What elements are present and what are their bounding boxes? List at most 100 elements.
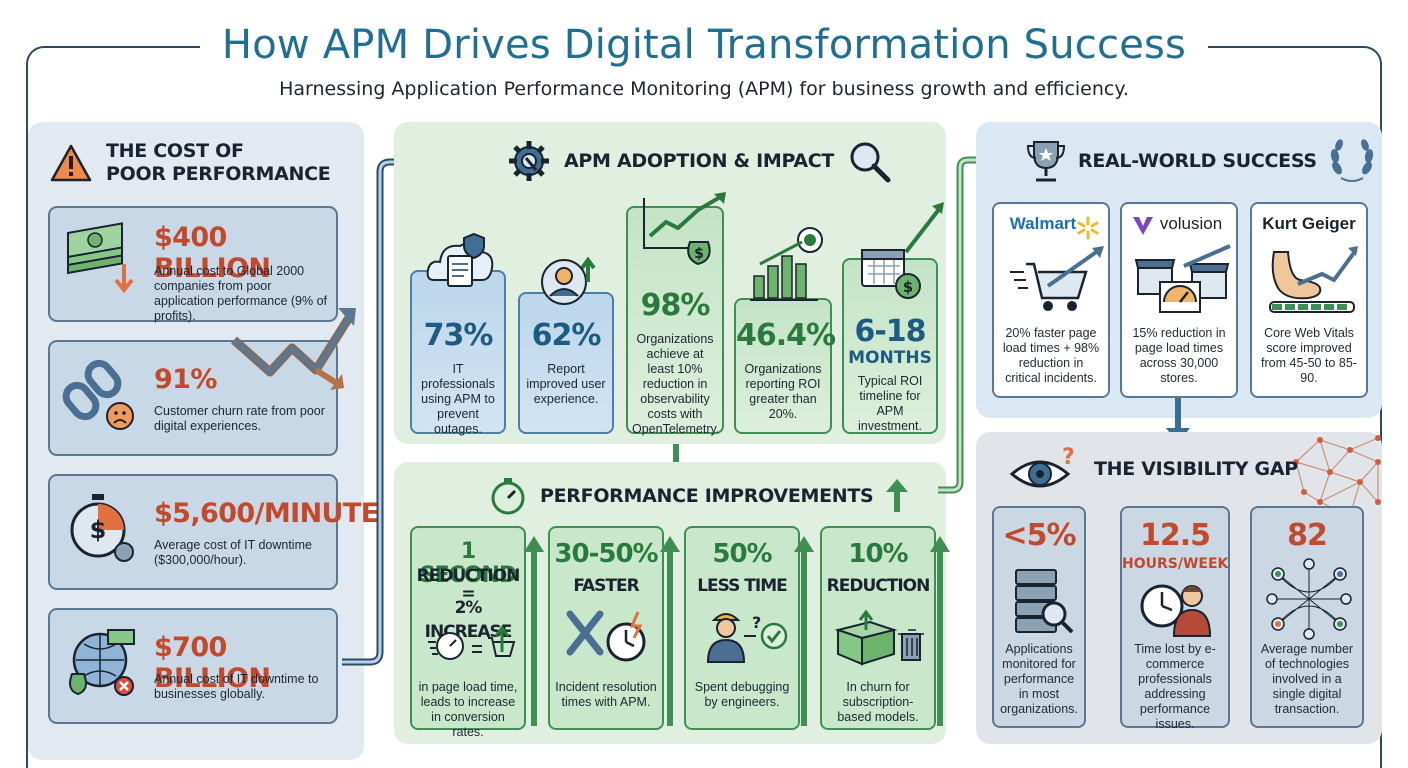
adoption-desc-3: Organizations achieve at least 10% reduc…	[632, 332, 720, 436]
adoption-value-4: 46.4%	[736, 318, 836, 353]
eye-question-icon: ?	[1009, 445, 1075, 488]
case-brand-1: Walmart	[1009, 214, 1077, 233]
adoption-value-1: 73%	[423, 318, 494, 353]
bar-chart-target-icon	[750, 227, 823, 301]
performance-2-desc: Incident resolution times with APM.	[555, 680, 657, 709]
visibility-desc-3: Average number of technologies involved …	[1260, 642, 1354, 716]
gear-search-icon	[509, 141, 549, 181]
cost-desc-2: Customer churn rate from poor digital ex…	[154, 404, 325, 433]
visibility-card-2: 12.5 HOURS/WEEK Time lost by e-commerce …	[1120, 506, 1230, 731]
adoption-stat-5: $ 6-18 MONTHS Typical ROI timeline for A…	[842, 202, 944, 434]
case-brand-2: volusion	[1159, 214, 1223, 233]
clock-stressed-person-icon	[1140, 584, 1212, 637]
adoption-stat-4: 46.4% Organizations reporting ROI greate…	[734, 227, 836, 434]
cost-value-3: $5,600/MINUTE	[154, 498, 379, 529]
performance-1-desc: in page load time, leads to increase in …	[418, 680, 518, 739]
performance-3-line1: 50%	[712, 539, 772, 569]
cost-value-4: $700 BILLION	[154, 632, 271, 694]
network-icon	[1293, 435, 1381, 519]
cost-card-1: $400 BILLION Annual cost to Global 2000 …	[48, 206, 338, 323]
cost-card-4: $700 BILLION Annual cost of IT downtime …	[48, 608, 338, 724]
page-title: How APM Drives Digital Transformation Su…	[199, 22, 1209, 68]
adoption-desc-2: Report improved user experience.	[526, 362, 606, 406]
performance-3-line2: LESS TIME	[697, 576, 788, 596]
cost-desc-3: Average cost of IT downtime ($300,000/ho…	[154, 538, 312, 567]
performance-1-line1: 1 SECOND	[419, 539, 517, 588]
performance-title: PERFORMANCE IMPROVEMENTS	[540, 485, 874, 507]
volusion-logo-icon	[1133, 217, 1153, 235]
tech-network-icon	[1266, 558, 1352, 640]
case-card-volusion: volusion 15% reduction in page load time…	[1120, 202, 1238, 398]
performance-card-1: 1 SECOND REDUCTION = 2% INCREASE in page…	[410, 526, 526, 739]
cost-desc-4: Annual cost of IT downtime to businesses…	[154, 672, 319, 701]
adoption-desc-5: Typical ROI timeline for APM investment.	[857, 374, 923, 433]
adoption-title: APM ADOPTION & IMPACT	[564, 150, 835, 172]
success-title: REAL-WORLD SUCCESS	[1078, 150, 1317, 172]
visibility-value-1: <5%	[1002, 518, 1076, 553]
tools-stopwatch-icon	[566, 610, 646, 662]
page-subtitle: Harnessing Application Performance Monit…	[279, 78, 1129, 100]
cost-desc-1: Annual cost to Global 2000 companies fro…	[154, 264, 328, 323]
cost-heading-line1: THE COST OF	[106, 140, 244, 162]
laurel-icon	[1330, 139, 1373, 182]
stopwatch-dollar-icon: $	[70, 494, 134, 562]
shopping-cart-icon	[1010, 246, 1104, 311]
globe-money-icon	[69, 629, 135, 696]
performance-heading: PERFORMANCE IMPROVEMENTS	[488, 476, 909, 516]
adoption-desc-4: Organizations reporting ROI greater than…	[744, 362, 822, 421]
server-search-icon	[1015, 569, 1074, 634]
adoption-heading: APM ADOPTION & IMPACT	[506, 138, 892, 184]
warning-icon	[50, 144, 92, 182]
performance-1-line3: =	[461, 584, 475, 604]
performance-1-line2: REDUCTION	[416, 566, 521, 586]
adoption-value-5-unit: MONTHS	[848, 348, 932, 368]
cost-heading-line2: POOR PERFORMANCE	[106, 163, 331, 185]
case-desc-2: 15% reduction in page load times across …	[1132, 326, 1226, 385]
cost-card-2: 91% Customer churn rate from poor digita…	[48, 340, 338, 456]
magnifier-icon	[850, 142, 891, 183]
performance-3-desc: Spent debugging by engineers.	[694, 680, 790, 709]
cost-value-1: $400 BILLION	[154, 222, 271, 284]
adoption-stat-2: 62% Report improved user experience.	[518, 256, 614, 434]
broken-link-icon	[62, 359, 134, 430]
user-smile-icon	[541, 256, 596, 305]
adoption-stat-3: $ 98% Organizations achieve at least 10%…	[626, 192, 726, 436]
box-trash-icon	[834, 609, 924, 666]
performance-2-line1: 30-50%	[554, 539, 658, 569]
visibility-heading: ? THE VISIBILITY GAP	[1009, 445, 1298, 492]
spark-logo-icon	[1077, 216, 1099, 240]
trend-arrows-icon	[231, 308, 356, 390]
performance-4-line1: 10%	[848, 539, 908, 569]
cost-heading: THE COST OF POOR PERFORMANCE	[50, 140, 331, 186]
cloud-clipboard-icon	[426, 232, 494, 287]
stopwatch-icon	[491, 478, 525, 515]
svg-text:$: $	[694, 246, 704, 262]
performance-card-3: 50% LESS TIME ? Spent debugging by engin…	[684, 526, 800, 730]
stores-gauge-icon	[1134, 244, 1231, 313]
visibility-value-3: 82	[1287, 518, 1328, 553]
performance-card-2: 30-50% FASTER Incident resolution times …	[548, 526, 664, 730]
stopwatch-cart-icon	[428, 625, 516, 660]
case-brand-3: Kurt Geiger	[1262, 214, 1356, 233]
performance-card-4: 10% REDUCTION In churn for subscription-…	[820, 526, 936, 730]
visibility-card-3: 82 Average number of technologies involv…	[1250, 506, 1364, 728]
visibility-value-2: 12.5	[1139, 518, 1211, 553]
performance-2-line2: FASTER	[573, 576, 639, 596]
case-desc-3: Core Web Vitals score improved from 45-5…	[1261, 326, 1357, 385]
performance-4-desc: In churn for subscription-based models.	[837, 680, 919, 724]
case-card-kurt-geiger: Kurt Geiger Core Web Vitals score improv…	[1250, 202, 1368, 398]
svg-text:?: ?	[752, 613, 761, 632]
svg-text:$: $	[903, 278, 913, 296]
visibility-desc-1: Applications monitored for performance i…	[1000, 642, 1078, 716]
perf-up-arrows	[524, 536, 950, 726]
performance-4-line2: REDUCTION	[826, 576, 931, 596]
adoption-value-3: 98%	[640, 288, 711, 323]
cwv-score-bar	[1272, 304, 1347, 310]
calendar-money-icon: $	[861, 202, 944, 299]
growth-chart-money-icon: $	[643, 192, 726, 266]
visibility-unit-2: HOURS/WEEK	[1122, 556, 1229, 572]
trophy-icon	[1026, 141, 1066, 182]
adoption-value-5: 6-18	[854, 314, 926, 349]
cost-card-3: $ $5,600/MINUTE Average cost of IT downt…	[48, 474, 379, 590]
visibility-title: THE VISIBILITY GAP	[1094, 458, 1298, 480]
